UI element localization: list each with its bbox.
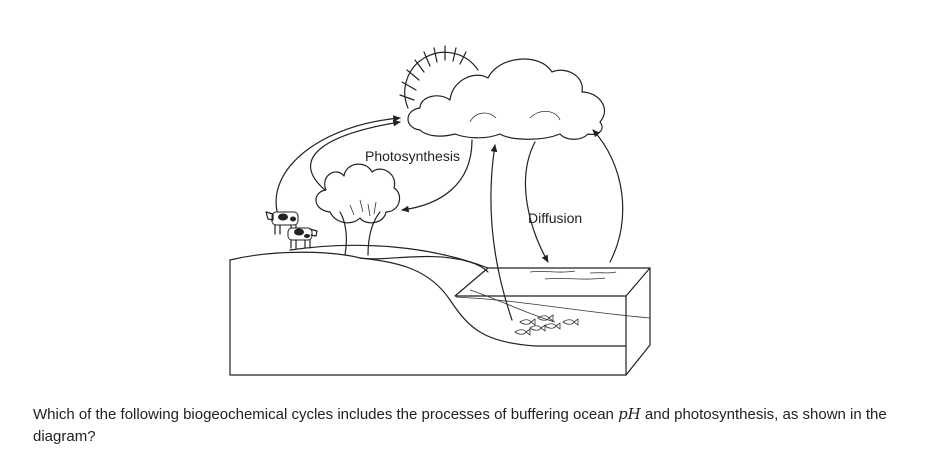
diffusion-label: Diffusion: [528, 210, 582, 226]
fish-icon: [514, 314, 579, 336]
cloud-icon: [407, 58, 606, 140]
land-ocean-block: [229, 244, 651, 376]
tree-icon: [315, 163, 401, 256]
sun-icon: [399, 45, 479, 109]
question-text-before: Which of the following biogeochemical cy…: [33, 406, 619, 423]
cow-icon: [265, 211, 318, 249]
photosynthesis-label: Photosynthesis: [365, 148, 460, 164]
ph-math: pH: [618, 405, 641, 423]
question-text-after: and photosynthesis, as shown in the diag…: [33, 406, 887, 445]
question-text: Which of the following biogeochemical cy…: [33, 403, 893, 448]
carbon-cycle-diagram: Photosynthesis Diffusion: [229, 45, 651, 376]
